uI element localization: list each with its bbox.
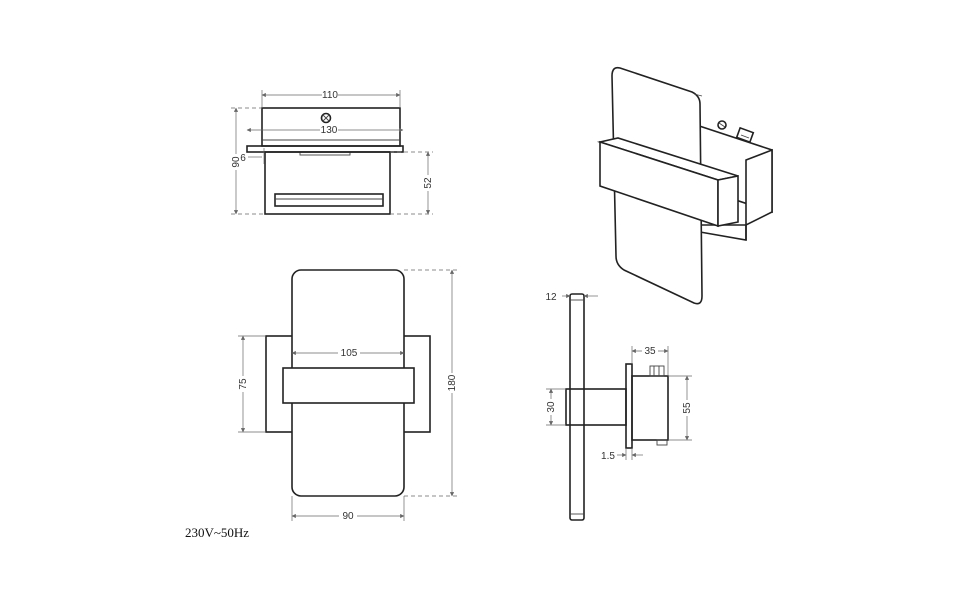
- side-view: 12 35 30 55 1.5: [544, 292, 694, 521]
- top-view-panel: [246, 145, 404, 153]
- dim-130-label: 130: [321, 125, 338, 136]
- dim-105-label: 105: [341, 348, 358, 359]
- dim-1-5-label: 1.5: [601, 451, 615, 462]
- top-view-bracket: [264, 151, 391, 215]
- dim-90-top-label: 90: [231, 156, 242, 168]
- isometric-view: [596, 66, 773, 305]
- power-rating-label: 230V~50Hz: [185, 525, 249, 540]
- screw-icon: [320, 112, 332, 124]
- dim-110-label: 110: [322, 90, 338, 101]
- dim-75-label: 75: [238, 378, 249, 390]
- dim-90-bottom-label: 90: [342, 511, 354, 522]
- side-view-arm: [565, 388, 627, 426]
- dim-6-label: 6: [240, 153, 246, 164]
- side-view-housing: [631, 375, 669, 441]
- dim-12-label: 12: [545, 292, 557, 303]
- switch-icon: [735, 126, 755, 144]
- dim-52-label: 52: [423, 177, 434, 189]
- dim-35-label: 35: [644, 346, 656, 357]
- dim-55-label: 55: [682, 402, 693, 414]
- top-view: 110 130 90 6 52: [229, 89, 435, 215]
- dim-30-label: 30: [546, 401, 557, 413]
- side-view-panel: [569, 293, 585, 521]
- front-view-crossbar: [282, 367, 415, 404]
- front-view: 105 75 180 90: [236, 269, 459, 522]
- dim-180-label: 180: [447, 374, 458, 391]
- iso-crossbar: [596, 137, 739, 228]
- iso-screw-icon: [717, 120, 727, 130]
